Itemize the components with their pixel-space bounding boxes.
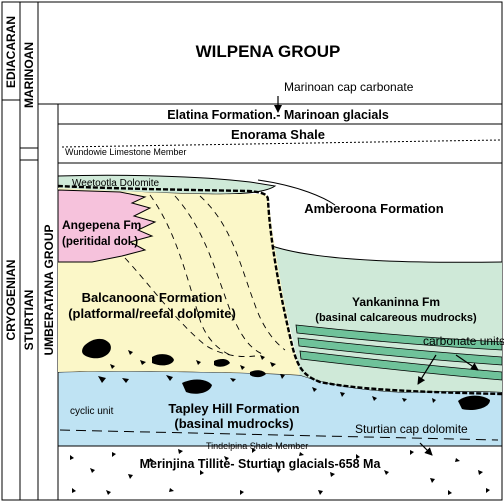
wilpena-group-label: WILPENA GROUP — [196, 42, 341, 61]
period-marinoan-label: MARINOAN — [22, 42, 36, 108]
era-ediacaran-label: EDIACARAN — [4, 16, 18, 88]
yankaninna-note-label: (basinal calcareous mudrocks) — [315, 312, 477, 324]
sturtian-cap-dolomite-label: Sturtian cap dolomite — [355, 422, 468, 436]
carbonate-bands — [295, 324, 503, 381]
group-umberatana-label: UMBERATANA GROUP — [42, 224, 56, 355]
merinjina-tillite-label: Merinjina Tillite- Sturtian glacials-658… — [140, 457, 382, 471]
tindelpina-shale-label: Tindelpina Shale Member — [206, 441, 308, 451]
wundowie-limestone-label: Wundowie Limestone Member — [65, 147, 186, 157]
sequence-boundary-line — [57, 184, 503, 396]
angepena-fm-label: Angepena Fm — [62, 218, 141, 232]
megabreccia-blocks — [82, 338, 490, 410]
shelf-dashed-lines — [124, 194, 286, 357]
yankaninna-fm-label: Yankaninna Fm — [352, 295, 440, 309]
period-sturtian-label: STURTIAN — [22, 290, 36, 351]
weetootla-dolomite-label: Weetootla Dolomite — [72, 178, 160, 189]
tillite-clasts — [70, 448, 490, 495]
marinoan-cap-carbonate-label: Marinoan cap carbonate — [284, 80, 414, 94]
carbonate-units-label: carbonate units — [423, 334, 504, 348]
merinjina-tillite-band — [57, 445, 503, 501]
annotation-arrows — [274, 96, 479, 456]
upper-boundaries — [58, 123, 502, 164]
tapley-hill-formation-label: Tapley Hill Formation — [168, 401, 299, 416]
tapley-hill-note-label: (basinal mudrocks) — [174, 416, 293, 431]
balcanoona-formation-label: Balcanoona Formation — [82, 290, 223, 305]
enorama-shale-label: Enorama Shale — [231, 127, 325, 142]
weetootla-right-tail — [257, 179, 336, 206]
angepena-formation-area — [57, 189, 157, 263]
angepena-note-label: (peritidal dol.) — [62, 236, 138, 248]
balcanoona-note-label: (platformal/reefal dolomite) — [68, 306, 236, 321]
era-cryogenian-label: CRYOGENIAN — [4, 260, 18, 341]
amberoona-formation-label: Amberoona Formation — [304, 201, 443, 216]
yankaninna-top-boundary — [271, 245, 503, 263]
cyclic-unit-label: cyclic unit — [70, 406, 114, 417]
elatina-formation-label: Elatina Formation.- Marinoan glacials — [167, 108, 389, 122]
tindelpina-boundary-dashed — [59, 429, 499, 441]
